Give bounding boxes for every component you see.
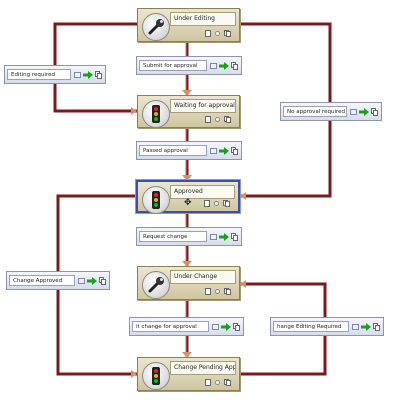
transition-label: Request change (139, 231, 207, 242)
move-icon[interactable]: ✥ (184, 198, 192, 208)
state-change-pending-approval[interactable]: Change Pending Approval (137, 357, 240, 391)
document-icon[interactable] (205, 29, 211, 37)
pages-icon[interactable] (224, 378, 231, 386)
document-icon[interactable] (205, 115, 211, 123)
traffic-light-icon (142, 100, 170, 128)
pages-icon[interactable] (224, 29, 231, 37)
document-icon[interactable] (205, 287, 211, 295)
status-dot-icon[interactable] (214, 200, 219, 206)
state-tools (205, 378, 231, 386)
state-tools (205, 287, 231, 295)
go-arrow-icon[interactable] (87, 277, 97, 285)
pages-icon[interactable] (95, 71, 102, 79)
state-under-change[interactable]: Under Change (137, 266, 240, 300)
transition-change-approved[interactable]: Change Approved (6, 271, 110, 290)
transition-editing-required[interactable]: Editing required (4, 65, 106, 84)
transition-label: hange Editing Required (273, 321, 349, 332)
wrench-icon (142, 13, 170, 41)
state-tools (204, 199, 230, 207)
transition-label: Submit for approval (139, 60, 207, 71)
transition-label: Passed approval (139, 145, 207, 156)
transition-label: Editing required (7, 69, 71, 80)
go-arrow-icon[interactable] (221, 323, 231, 331)
note-icon[interactable] (212, 324, 219, 330)
pages-icon[interactable] (224, 287, 231, 295)
state-title: Waiting for approval (170, 99, 236, 113)
transition-label: No approval required (283, 106, 347, 117)
note-icon[interactable] (210, 148, 217, 154)
note-icon[interactable] (210, 63, 217, 69)
state-tools (205, 115, 231, 123)
traffic-light-icon (142, 362, 170, 390)
state-title: Under Change (170, 270, 236, 284)
pages-icon[interactable] (233, 323, 240, 331)
note-icon[interactable] (78, 278, 85, 284)
pages-icon[interactable] (231, 233, 238, 241)
state-tools (205, 29, 231, 37)
note-icon[interactable] (210, 234, 217, 240)
note-icon[interactable] (352, 324, 359, 330)
state-waiting-for-approval[interactable]: Waiting for approval (137, 95, 240, 128)
status-dot-icon[interactable] (215, 116, 220, 122)
note-icon[interactable] (350, 109, 357, 115)
transition-label: Change Approved (9, 275, 75, 286)
status-dot-icon[interactable] (215, 30, 220, 36)
state-title: Approved (170, 185, 235, 199)
pages-icon[interactable] (371, 108, 378, 116)
state-title: Change Pending Approval (170, 361, 236, 375)
pages-icon[interactable] (99, 277, 106, 285)
status-dot-icon[interactable] (215, 288, 220, 294)
pages-icon[interactable] (231, 62, 238, 70)
state-title: Under Editing (170, 12, 236, 26)
transition-request-change[interactable]: Request change (136, 227, 242, 246)
status-dot-icon[interactable] (215, 379, 220, 385)
wrench-icon (142, 271, 170, 299)
document-icon[interactable] (205, 378, 211, 386)
transition-change-editing-required[interactable]: hange Editing Required (270, 317, 384, 336)
state-approved[interactable]: Approved ✥ (136, 180, 240, 214)
pages-icon[interactable] (231, 147, 238, 155)
go-arrow-icon[interactable] (219, 62, 229, 70)
note-icon[interactable] (74, 72, 81, 78)
transition-label: it change for approval (132, 321, 209, 332)
go-arrow-icon[interactable] (219, 233, 229, 241)
go-arrow-icon[interactable] (219, 147, 229, 155)
state-under-editing[interactable]: Under Editing (137, 8, 240, 42)
document-icon[interactable] (204, 199, 210, 207)
transition-submit-for-approval[interactable]: Submit for approval (136, 56, 242, 75)
transition-submit-change-for-approval[interactable]: it change for approval (129, 317, 244, 336)
pages-icon[interactable] (223, 199, 230, 207)
go-arrow-icon[interactable] (83, 71, 93, 79)
traffic-light-icon (142, 186, 170, 214)
pages-icon[interactable] (373, 323, 380, 331)
transition-no-approval-required[interactable]: No approval required (280, 102, 382, 121)
go-arrow-icon[interactable] (361, 323, 371, 331)
pages-icon[interactable] (224, 115, 231, 123)
transition-passed-approval[interactable]: Passed approval (136, 141, 242, 160)
go-arrow-icon[interactable] (359, 108, 369, 116)
